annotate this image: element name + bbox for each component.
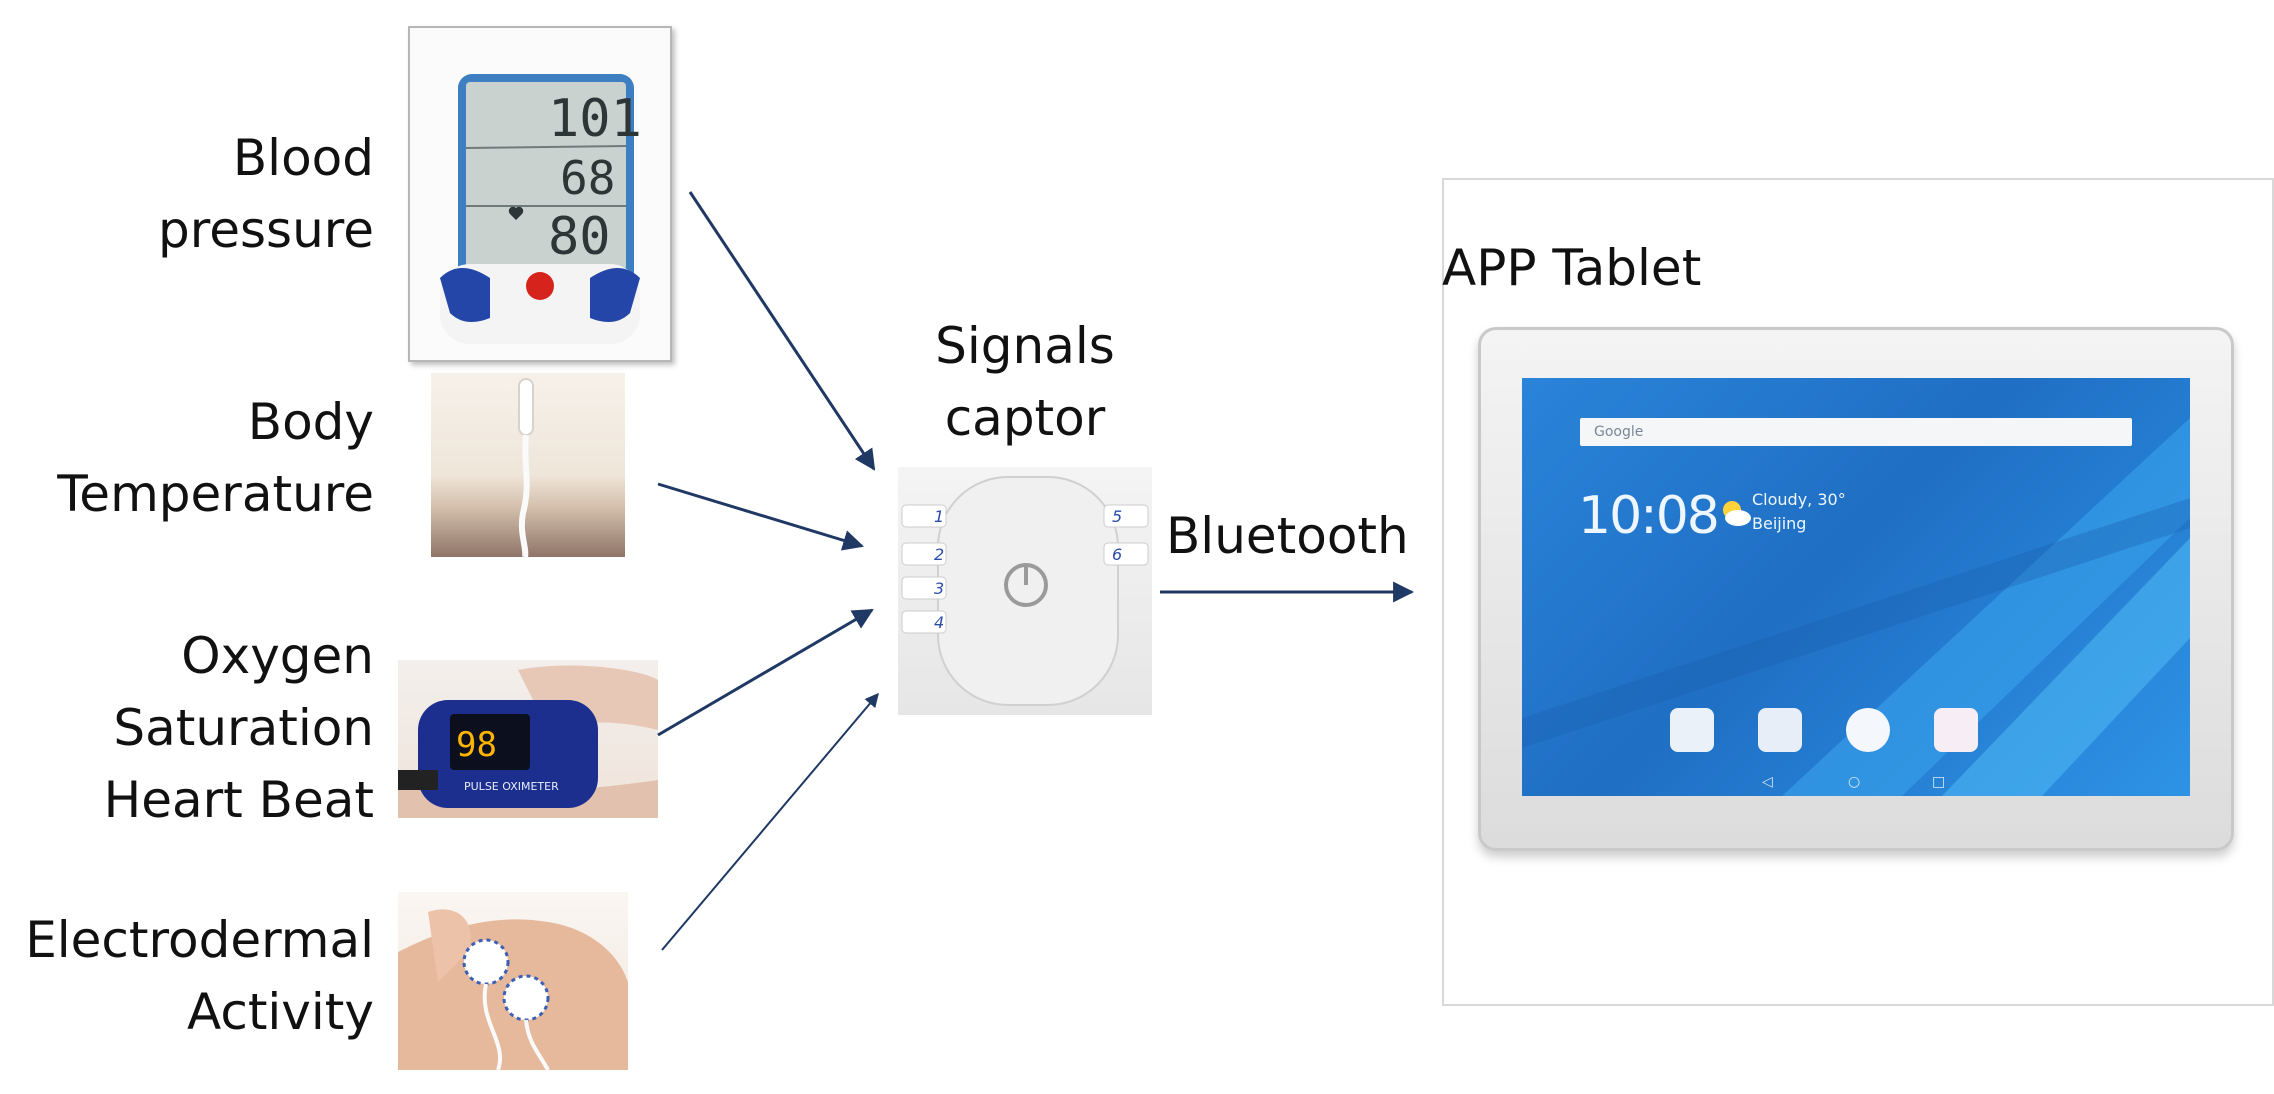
weather-cloud-sun-icon — [1718, 496, 1752, 530]
label-electrodermal: Electrodermal Activity — [25, 911, 374, 1041]
arrow-oxygen — [657, 608, 874, 737]
pulse-oximeter-image: 98 PULSE OXIMETER — [398, 660, 658, 818]
bp-sys-value: 101 — [548, 89, 642, 149]
app-store-icon[interactable] — [1934, 708, 1978, 752]
label-oxygen-heart: Oxygen Saturation Heart Beat — [103, 627, 374, 829]
heart-icon — [508, 206, 524, 220]
nav-back-icon[interactable]: ◁ — [1762, 774, 1773, 790]
app-dock — [1670, 708, 1990, 760]
nav-bar: ◁ ○ □ — [1762, 774, 1962, 790]
label-blood-pressure: Blood pressure — [158, 129, 374, 259]
label-body-temperature: Body Temperature — [57, 393, 374, 523]
search-placeholder: Google — [1594, 424, 1644, 440]
port-1: 1 — [934, 507, 944, 526]
label-signals-captor: Signals captor — [935, 317, 1115, 447]
bp-pulse-value: 80 — [548, 207, 611, 267]
tablet-screen: Google 10:08 Cloudy, 30° Beijing ◁ ○ □ — [1522, 378, 2190, 796]
port-2: 2 — [934, 545, 944, 564]
bp-dia-value: 68 — [560, 151, 615, 205]
thermometer-probe-image — [431, 373, 625, 557]
arrow-blood-pressure — [688, 191, 876, 471]
port-4: 4 — [934, 613, 944, 632]
oximeter-brand: PULSE OXIMETER — [464, 780, 559, 793]
nav-home-icon[interactable]: ○ — [1848, 774, 1861, 790]
blood-pressure-monitor-image: 101 68 80 — [408, 26, 672, 362]
arrow-temperature — [657, 482, 865, 551]
app-folder-icon[interactable] — [1670, 708, 1714, 752]
arrow-electrodermal — [661, 692, 879, 951]
port-5: 5 — [1112, 507, 1122, 526]
clock-time: 10:08 — [1578, 486, 1720, 546]
port-6: 6 — [1112, 545, 1122, 564]
search-bar[interactable]: Google — [1580, 418, 2132, 446]
label-app-tablet: APP Tablet — [1442, 239, 1702, 297]
nav-recents-icon[interactable]: □ — [1932, 774, 1946, 790]
weather-text: Cloudy, 30° Beijing — [1752, 490, 1846, 533]
port-3: 3 — [934, 579, 944, 598]
power-icon — [1004, 563, 1048, 607]
label-bluetooth: Bluetooth — [1166, 507, 1409, 565]
signals-captor-image: 1 2 3 4 5 6 — [898, 467, 1152, 715]
oximeter-reading: 98 — [456, 725, 497, 765]
app-drawer-icon[interactable] — [1846, 708, 1890, 752]
electrodermal-sensors-image — [398, 892, 628, 1070]
app-folder-2-icon[interactable] — [1758, 708, 1802, 752]
